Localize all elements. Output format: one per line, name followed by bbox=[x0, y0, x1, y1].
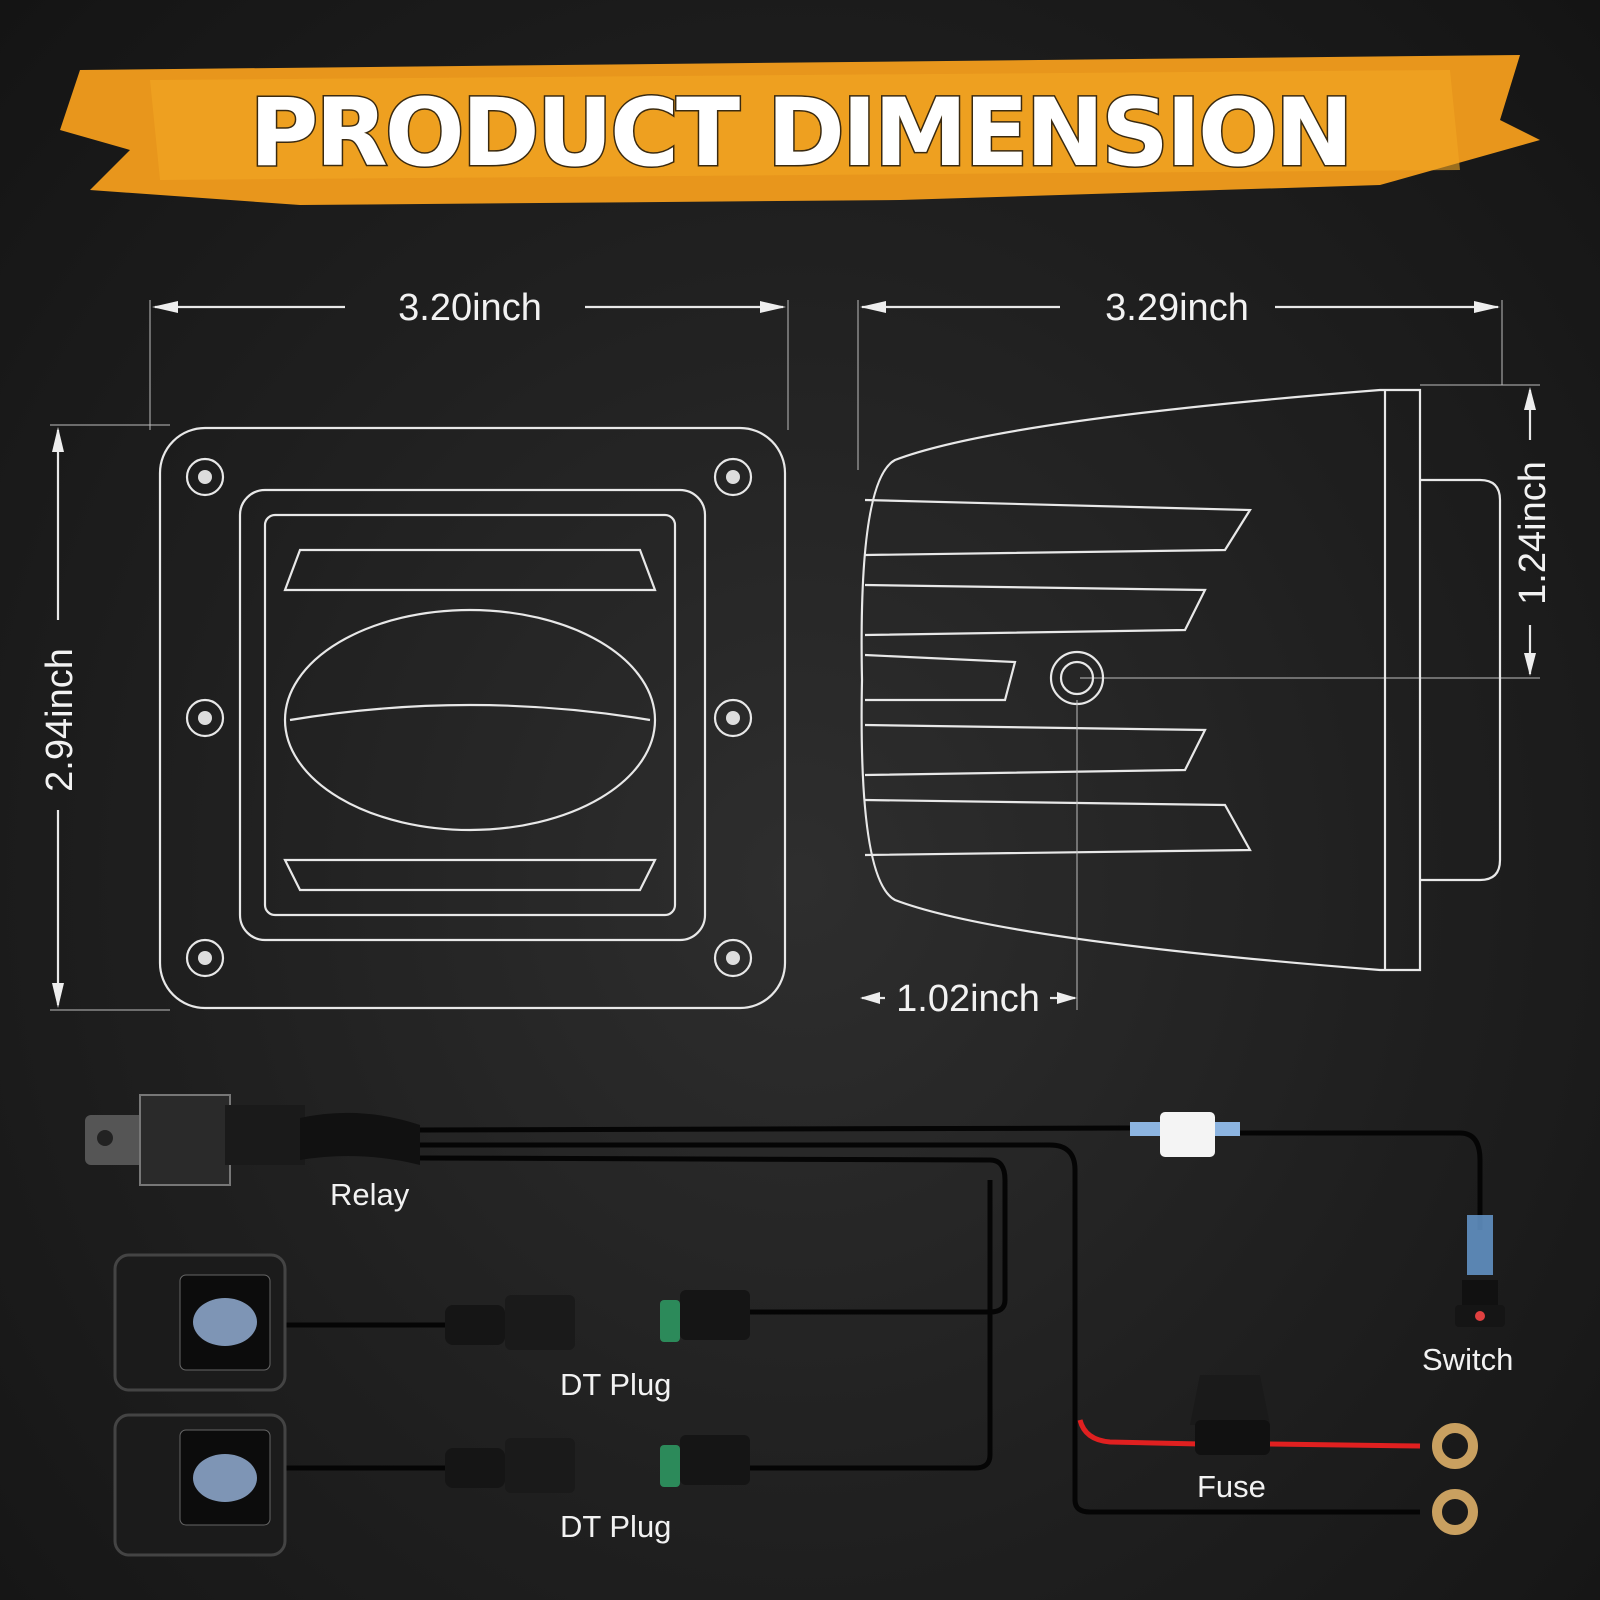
light-pod-2 bbox=[113, 1413, 287, 1557]
front-width-label: 3.20inch bbox=[398, 287, 542, 329]
ring-terminals bbox=[1432, 1423, 1478, 1535]
wiring-harness: Relay Switch Fuse bbox=[85, 1094, 1513, 1557]
side-depth-label: 3.29inch bbox=[1105, 287, 1249, 329]
relay bbox=[85, 1094, 420, 1186]
switch bbox=[1455, 1215, 1505, 1327]
dt-plug-pair-2 bbox=[445, 1435, 750, 1493]
dt-plug-label-1: DT Plug bbox=[560, 1367, 671, 1402]
title-banner: PRODUCT DIMENSION bbox=[60, 55, 1540, 205]
dt-plug-label-2: DT Plug bbox=[560, 1509, 671, 1544]
side-view-drawing: 3.29inch 1.24inch 1.02inch bbox=[857, 287, 1554, 1020]
fuse-label: Fuse bbox=[1197, 1469, 1266, 1504]
switch-label: Switch bbox=[1422, 1342, 1513, 1377]
side-height-label: 1.24inch bbox=[1512, 461, 1554, 605]
page-title: PRODUCT DIMENSION bbox=[249, 79, 1350, 188]
switch-connector bbox=[1130, 1112, 1240, 1157]
light-pod-1 bbox=[113, 1253, 287, 1392]
dt-plug-pair-1 bbox=[445, 1290, 750, 1350]
relay-label: Relay bbox=[330, 1177, 410, 1212]
front-view-drawing: 3.20inch 2.94inch bbox=[39, 287, 789, 1011]
mount-holes bbox=[185, 457, 753, 978]
front-height-label: 2.94inch bbox=[39, 648, 81, 792]
mount-offset-label: 1.02inch bbox=[896, 978, 1040, 1020]
fuse-holder bbox=[1190, 1375, 1270, 1455]
